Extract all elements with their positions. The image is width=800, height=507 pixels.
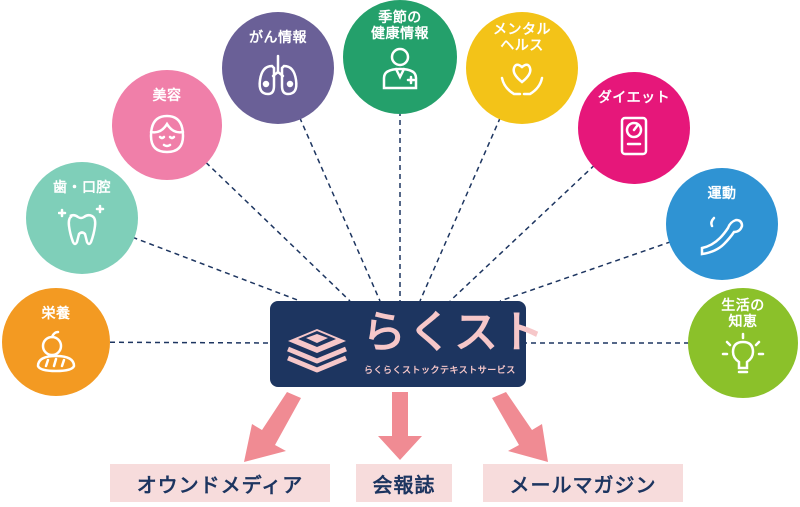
brand-subtitle: らくらくストックテキストサービス <box>364 366 516 376</box>
category-label: 季節の 健康情報 <box>371 10 429 42</box>
category-exercise[interactable]: 運動 <box>666 168 778 280</box>
heart-hands-icon <box>500 63 544 96</box>
category-diet[interactable]: ダイエット <box>578 72 690 184</box>
media-newsletter-magazine[interactable]: 会報誌 <box>356 464 452 502</box>
category-label: ダイエット <box>597 90 671 106</box>
connector-line-diet <box>449 127 635 302</box>
connector-line-mental <box>419 67 523 302</box>
scale-icon <box>620 116 648 156</box>
category-label: 栄養 <box>41 306 71 322</box>
rakusuto-logo-box: らくスト らくらくストックテキストサービス <box>270 301 544 387</box>
category-nutrition[interactable]: 栄養 <box>2 288 110 396</box>
category-label: 生活の 知恵 <box>721 298 765 330</box>
category-mental[interactable]: メンタル ヘルス <box>466 12 578 124</box>
category-seasonal[interactable]: 季節の 健康情報 <box>343 0 457 114</box>
stacked-layers-icon <box>287 329 347 373</box>
doctor-icon <box>382 47 418 90</box>
media-owned-media[interactable]: オウンドメディア <box>110 464 330 502</box>
bread-apple-icon <box>36 330 76 373</box>
category-label: メンタル ヘルス <box>493 22 551 54</box>
category-life[interactable]: 生活の 知恵 <box>688 288 798 398</box>
category-label: 歯・口腔 <box>53 180 111 196</box>
category-label: 美容 <box>152 88 182 104</box>
connector-line-cancer <box>277 67 381 302</box>
brand-name: らくスト <box>362 307 546 358</box>
media-label: メールマガジン <box>509 472 657 497</box>
category-beauty[interactable]: 美容 <box>112 70 222 180</box>
connector-line-beauty <box>166 124 351 302</box>
arm-icon <box>700 216 744 256</box>
media-label: 会報誌 <box>372 472 436 497</box>
media-label: オウンドメディア <box>136 472 304 497</box>
category-label: 運動 <box>707 186 737 202</box>
tooth-icon <box>58 204 105 246</box>
category-cancer[interactable]: がん情報 <box>222 12 334 124</box>
category-label: がん情報 <box>249 30 307 46</box>
lungs-icon <box>258 54 298 96</box>
face-icon <box>149 114 185 154</box>
media-mail-magazine[interactable]: メールマガジン <box>483 464 683 502</box>
lightbulb-icon <box>721 332 765 374</box>
category-dental[interactable]: 歯・口腔 <box>26 162 138 274</box>
